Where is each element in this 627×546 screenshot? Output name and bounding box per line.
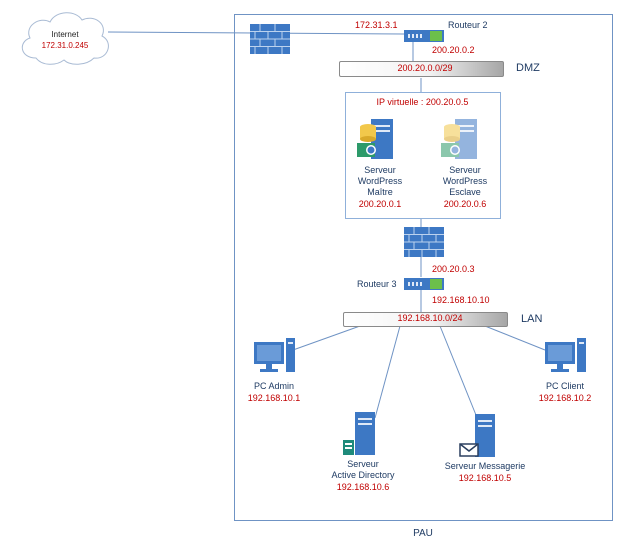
firewall-top-icon — [250, 24, 290, 54]
routeur2-label: Routeur 2 — [448, 20, 488, 30]
active-directory-server-icon — [343, 412, 377, 456]
pc-client-ip: 192.168.10.2 — [538, 393, 592, 403]
slave-line2: WordPress — [442, 176, 488, 186]
routeur2-dmz-ip: 200.20.0.2 — [432, 45, 475, 55]
master-line3: Maître — [367, 187, 393, 197]
slave-line1: Serveur — [449, 165, 481, 175]
slave-line3: Esclave — [449, 187, 481, 197]
lan-network-bar — [343, 312, 508, 327]
lan-subnet: 192.168.10.0/24 — [397, 313, 463, 323]
site-boundary — [234, 14, 613, 521]
lan-zone-label: LAN — [521, 313, 543, 325]
dmz-subnet: 200.20.0.0/29 — [397, 63, 453, 73]
routeur2-icon — [404, 29, 444, 42]
mail-server-ip: 192.168.10.5 — [458, 473, 512, 483]
mail-server-label: Serveur Messagerie — [444, 461, 526, 471]
routeur3-lan-ip: 192.168.10.10 — [432, 295, 490, 305]
routeur3-label: Routeur 3 — [357, 279, 397, 289]
internet-ip: 172.31.0.245 — [41, 41, 89, 50]
internet-label: Internet — [51, 30, 79, 39]
pc-admin-ip: 192.168.10.1 — [247, 393, 301, 403]
site-label: PAU — [413, 528, 433, 539]
firewall-middle-icon — [404, 227, 444, 257]
routeur2-wan-ip: 172.31.3.1 — [355, 20, 398, 30]
master-line2: WordPress — [357, 176, 403, 186]
pc-client-icon — [545, 338, 587, 374]
pc-admin-label: PC Admin — [253, 381, 295, 391]
master-ip: 200.20.0.1 — [358, 199, 402, 209]
pc-client-label: PC Client — [545, 381, 584, 391]
routeur3-dmz-ip: 200.20.0.3 — [432, 264, 475, 274]
ad-server-line1: Serveur — [347, 459, 379, 469]
pc-admin-icon — [254, 338, 296, 374]
wordpress-cluster-box — [345, 92, 501, 219]
routeur3-icon — [404, 277, 444, 290]
master-line1: Serveur — [364, 165, 396, 175]
ad-server-ip: 192.168.10.6 — [336, 482, 390, 492]
dmz-network-bar — [339, 61, 504, 77]
mail-server-icon — [459, 414, 499, 458]
dmz-zone-label: DMZ — [516, 62, 540, 74]
wordpress-master-server-icon — [357, 117, 395, 161]
virtual-ip-label: IP virtuelle : 200.20.0.5 — [376, 97, 469, 107]
slave-ip: 200.20.0.6 — [443, 199, 487, 209]
wordpress-slave-server-icon — [441, 117, 479, 161]
ad-server-line2: Active Directory — [331, 470, 395, 480]
internet-cloud-icon — [14, 6, 114, 66]
